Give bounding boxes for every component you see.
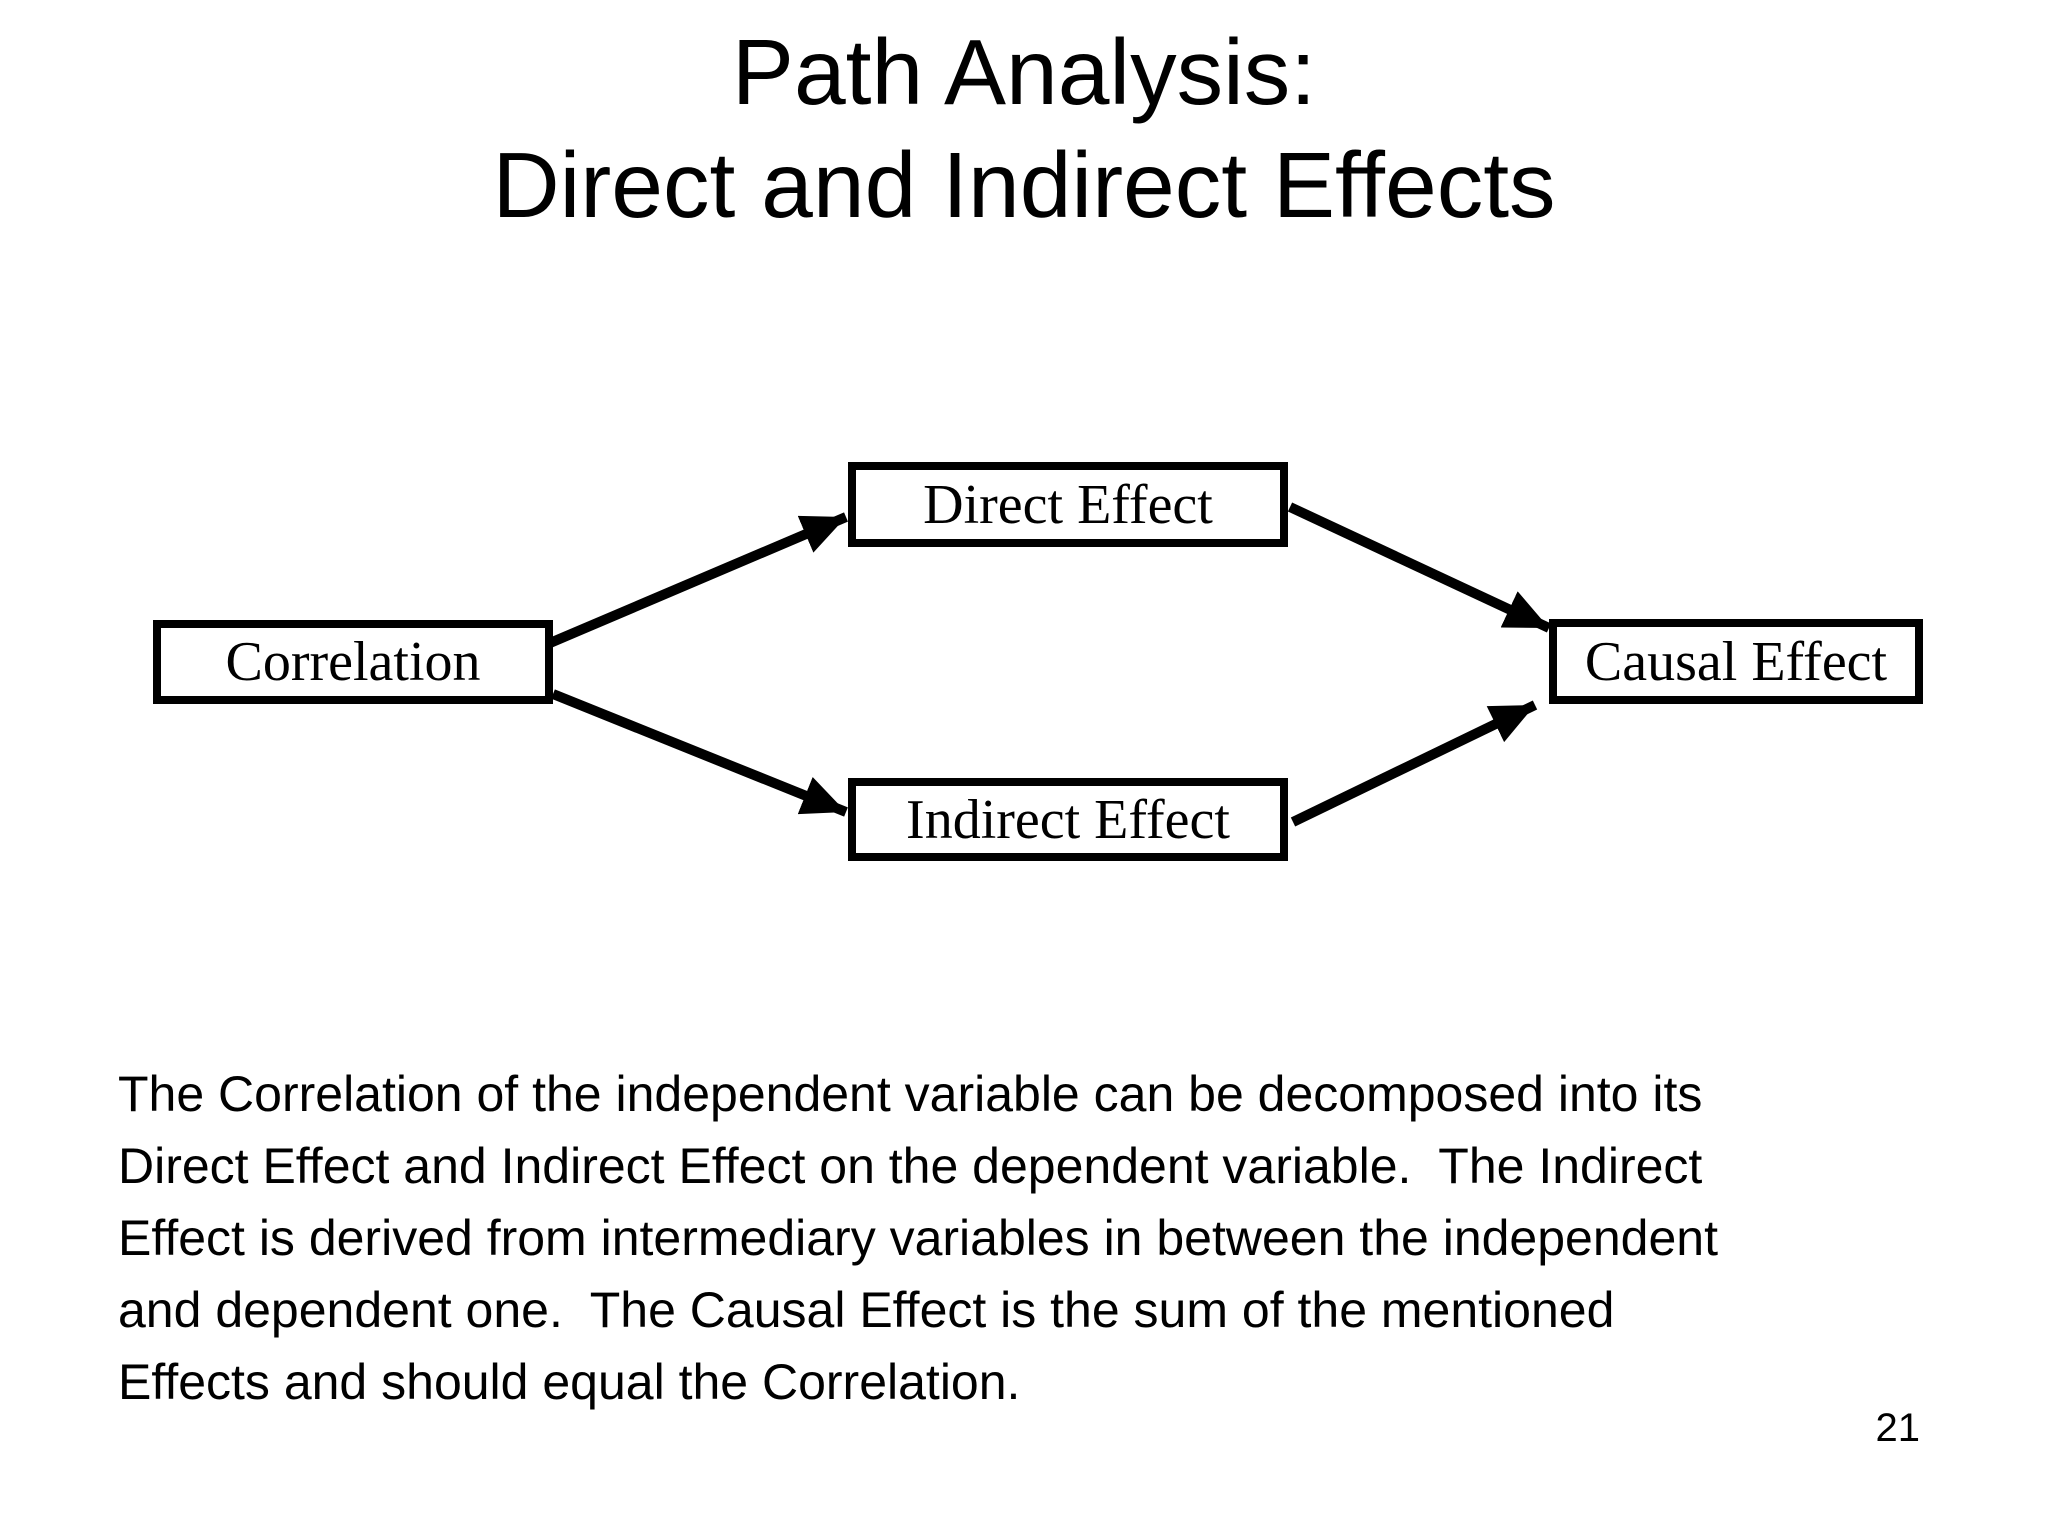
slide-title-line2: Direct and Indirect Effects [492,133,1556,237]
arrow-correlation-to-direct-effect [548,512,848,648]
body-line-3: Effect is derived from intermediary vari… [118,1210,1718,1266]
node-causal-effect-label: Causal Effect [1584,630,1888,693]
arrow-indirect-effect-to-causal-effect [1290,700,1538,827]
body-line-5: Effects and should equal the Correlation… [118,1354,1021,1410]
node-indirect-effect-label: Indirect Effect [906,788,1230,851]
page-number: 21 [1875,1406,1921,1450]
node-causal-effect: Causal Effect [1549,619,1923,704]
node-indirect-effect: Indirect Effect [848,778,1288,861]
arrow-direct-effect-to-causal-effect [1287,502,1552,633]
node-direct-effect: Direct Effect [848,462,1288,547]
body-line-4: and dependent one. The Causal Effect is … [118,1282,1615,1338]
slide-title-line1: Path Analysis: [731,20,1317,124]
node-direct-effect-label: Direct Effect [923,473,1213,536]
body-paragraph: The Correlation of the independent varia… [118,1058,1718,1418]
slide-title: Path Analysis: Direct and Indirect Effec… [0,16,2048,242]
body-line-2: Direct Effect and Indirect Effect on the… [118,1138,1703,1194]
node-correlation-label: Correlation [225,631,481,693]
arrow-correlation-to-indirect-effect [551,689,848,817]
node-correlation: Correlation [153,620,553,704]
body-line-1: The Correlation of the independent varia… [118,1066,1703,1122]
